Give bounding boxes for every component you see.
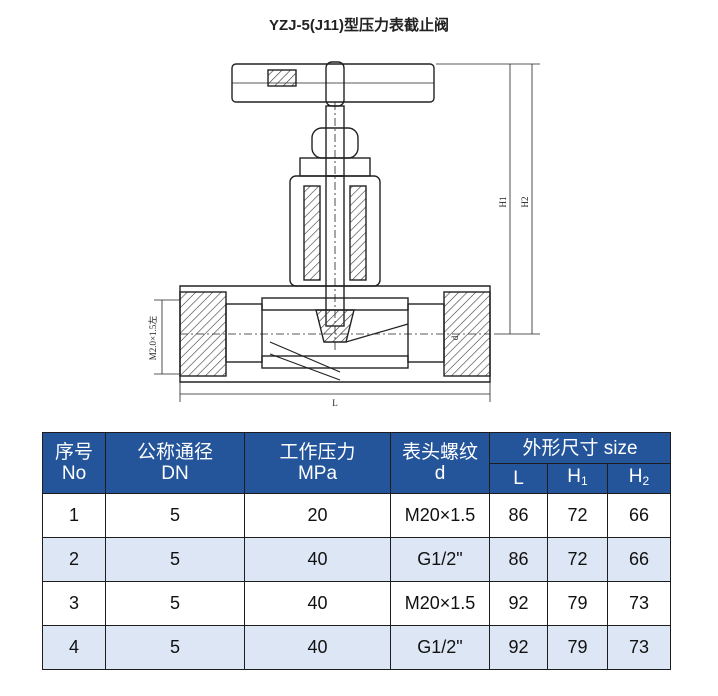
cell-l: 92 xyxy=(489,581,548,626)
cell-mpa: 20 xyxy=(244,493,391,538)
cell-thread: G1/2" xyxy=(390,537,490,582)
header-mpa-cn: 工作压力 xyxy=(279,442,356,463)
cell-dn: 5 xyxy=(105,581,245,626)
cell-l: 86 xyxy=(489,493,548,538)
spec-table: 序号 No 公称通径 DN 工作压力 MPa 表头螺纹 d 外形尺寸 size … xyxy=(42,432,672,670)
cell-h2: 73 xyxy=(606,581,672,626)
header-no: 序号 No xyxy=(42,432,106,494)
header-mpa: 工作压力 MPa xyxy=(244,432,391,494)
cell-h1: 72 xyxy=(547,537,608,582)
cell-dn: 5 xyxy=(105,625,245,670)
cell-h1: 79 xyxy=(547,625,608,670)
cell-l: 86 xyxy=(489,537,548,582)
cell-dn: 5 xyxy=(105,537,245,582)
table-row: 4 5 40 G1/2" 92 79 73 xyxy=(42,625,672,670)
cell-thread: G1/2" xyxy=(390,625,490,670)
header-thread: 表头螺纹 d xyxy=(390,432,490,494)
dimension-lines xyxy=(154,63,540,402)
cell-dn: 5 xyxy=(105,493,245,538)
header-h2-sub: 2 xyxy=(642,473,650,488)
header-h2-main: H xyxy=(628,465,643,487)
header-h1: H1 xyxy=(547,463,608,494)
header-h2: H2 xyxy=(606,463,672,494)
dim-label-l: L xyxy=(332,398,338,408)
cell-mpa: 40 xyxy=(244,581,391,626)
header-dn: 公称通径 DN xyxy=(105,432,245,494)
cell-h2: 73 xyxy=(606,625,672,670)
cell-h2: 66 xyxy=(606,493,672,538)
cell-h1: 72 xyxy=(547,493,608,538)
cell-no: 3 xyxy=(42,581,106,626)
valve-drawing: H1 H2 M2.0×1.5左 d L xyxy=(147,61,540,408)
header-no-en: No xyxy=(61,463,87,484)
header-dn-cn: 公称通径 xyxy=(136,442,213,463)
dim-label-thread: M2.0×1.5左 xyxy=(147,316,158,361)
header-size-group: 外形尺寸 size xyxy=(488,432,672,464)
cell-thread: M20×1.5 xyxy=(390,581,490,626)
dim-label-d: d xyxy=(450,335,460,340)
table-row: 3 5 40 M20×1.5 92 79 73 xyxy=(42,581,672,626)
header-dn-en: DN xyxy=(161,463,189,484)
header-thread-cn: 表头螺纹 xyxy=(401,442,478,463)
cell-no: 1 xyxy=(42,493,106,538)
header-l: L xyxy=(489,463,548,494)
valve-stem xyxy=(289,102,381,352)
header-no-cn: 序号 xyxy=(54,442,93,463)
header-mpa-en: MPa xyxy=(297,463,338,484)
header-thread-en: d xyxy=(434,463,446,484)
dim-label-h1: H1 xyxy=(498,197,508,208)
page-title: YZJ-5(J11)型压力表截止阀 xyxy=(268,17,450,34)
cell-thread: M20×1.5 xyxy=(390,493,490,538)
valve-body xyxy=(179,285,491,383)
cell-mpa: 40 xyxy=(244,537,391,582)
cell-no: 4 xyxy=(42,625,106,670)
dim-label-h2: H2 xyxy=(520,197,530,208)
header-h1-sub: 1 xyxy=(581,473,588,488)
cell-h1: 79 xyxy=(547,581,608,626)
handle-bar xyxy=(231,61,435,107)
header-h1-main: H xyxy=(567,465,582,487)
cell-h2: 66 xyxy=(606,537,672,582)
cell-mpa: 40 xyxy=(244,625,391,670)
cell-l: 92 xyxy=(489,625,548,670)
table-row: 1 5 20 M20×1.5 86 72 66 xyxy=(42,493,672,538)
table-row: 2 5 40 G1/2" 86 72 66 xyxy=(42,537,672,582)
cell-no: 2 xyxy=(42,537,106,582)
